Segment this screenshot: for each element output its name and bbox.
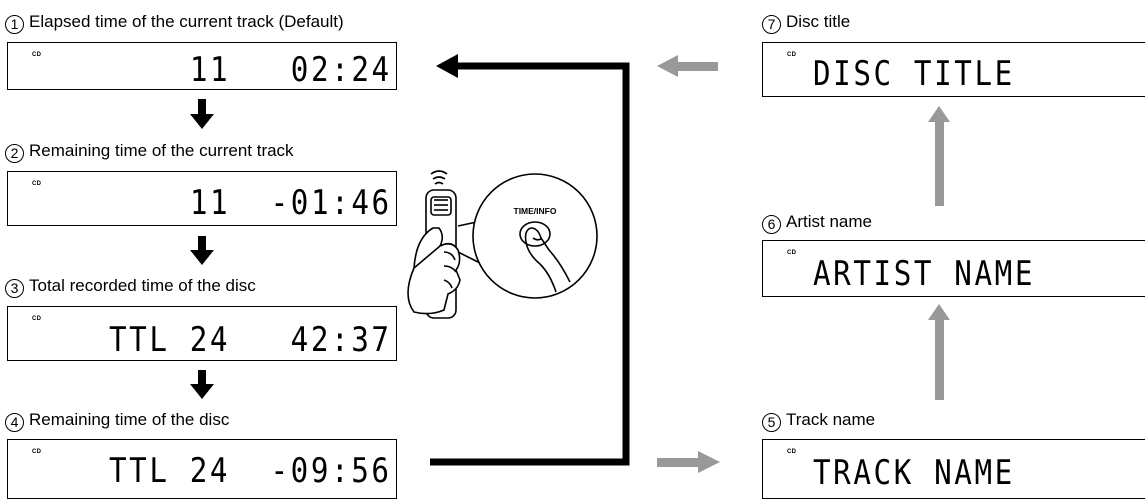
time-info-label: TIME/INFO bbox=[514, 206, 557, 216]
display-readout-2: 11 -01:46 bbox=[190, 183, 392, 223]
display-readout-6: ARTIST NAME bbox=[813, 254, 1036, 294]
gray-right-arrow-icon bbox=[657, 451, 720, 473]
gray-left-arrow-icon bbox=[657, 55, 718, 77]
display-panel-7: CD DISC TITLE bbox=[762, 42, 1145, 97]
display-readout-7: DISC TITLE bbox=[813, 54, 1015, 94]
display-panel-1: CD 11 02:24 bbox=[7, 42, 397, 90]
display-panel-5: CD TRACK NAME bbox=[762, 439, 1145, 499]
cd-indicator: CD bbox=[787, 250, 797, 256]
display-panel-3: CD TTL 24 42:37 bbox=[7, 306, 397, 361]
gray-up-arrow-icon bbox=[928, 106, 950, 206]
cd-indicator: CD bbox=[32, 52, 42, 58]
cd-indicator: CD bbox=[32, 449, 42, 455]
display-panel-2: CD 11 -01:46 bbox=[7, 171, 397, 226]
down-arrow-icon bbox=[190, 370, 214, 399]
cd-indicator: CD bbox=[787, 52, 797, 58]
display-panel-4: CD TTL 24 -09:56 bbox=[7, 439, 397, 499]
display-readout-4: TTL 24 -09:56 bbox=[109, 451, 392, 491]
remote-control-icon bbox=[407, 170, 487, 319]
gray-up-arrow-icon bbox=[928, 304, 950, 400]
return-loop-arrow-icon bbox=[430, 54, 630, 466]
cd-indicator: CD bbox=[32, 181, 42, 187]
cd-indicator: CD bbox=[32, 316, 42, 322]
down-arrow-icon bbox=[190, 99, 214, 129]
display-readout-1: 11 02:24 bbox=[190, 50, 392, 90]
cd-indicator: CD bbox=[787, 449, 797, 455]
display-panel-6: CD ARTIST NAME bbox=[762, 240, 1145, 297]
down-arrow-icon bbox=[190, 236, 214, 265]
display-readout-3: TTL 24 42:37 bbox=[109, 320, 392, 360]
pressing-finger-icon bbox=[524, 227, 571, 293]
time-info-button-magnified: TIME/INFO bbox=[472, 173, 598, 299]
display-readout-5: TRACK NAME bbox=[813, 453, 1015, 493]
time-info-button-icon bbox=[519, 221, 551, 247]
